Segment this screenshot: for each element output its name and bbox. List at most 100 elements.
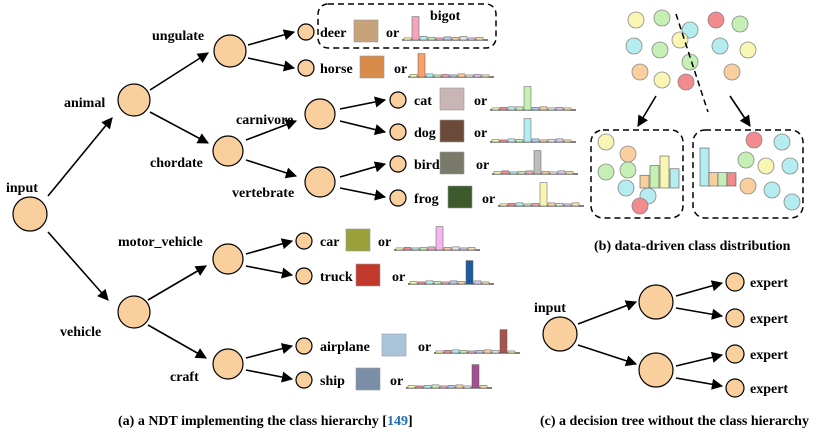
scatter-dot [711, 37, 729, 55]
left-dot [619, 161, 637, 179]
label-vehicle: vehicle [60, 325, 101, 340]
hist-bar-ship-0 [407, 385, 416, 389]
left-hist-bar [659, 155, 670, 189]
label-vertebrate: vertebrate [232, 186, 294, 201]
hist-bar-cat-4 [523, 86, 532, 111]
hist-bar-car-3 [419, 247, 428, 251]
hist-bar-frog-5 [539, 182, 548, 207]
hist-bar-car-4 [427, 246, 436, 251]
hist-bar-frog-4 [531, 203, 540, 207]
c-label-expert-4: expert [750, 382, 788, 397]
hist-bar-deer-3 [427, 37, 436, 41]
hist-bar-horse-8 [473, 74, 482, 78]
c-label-input: input [534, 301, 566, 316]
label-chordate: chordate [150, 156, 203, 171]
or-label-cat: or [474, 94, 487, 109]
scatter-dot [627, 11, 645, 29]
leaf-label-deer: deer [320, 26, 346, 41]
caption-a: (a) a NDT implementing the class hierarc… [118, 414, 413, 429]
hist-bar-car-6 [443, 247, 452, 251]
hist-bar-horse-6 [457, 73, 466, 78]
leaf-label-bird: bird [414, 158, 440, 173]
edge-vertebrate-frog [339, 187, 387, 201]
hist-bar-horse-2 [425, 73, 434, 78]
hist-bar-dog-6 [539, 139, 548, 143]
or-label-frog: or [482, 192, 495, 207]
scatter-dot [653, 71, 671, 89]
hist-bar-bird-4 [525, 170, 534, 175]
hist-bar-airplane-3 [459, 350, 468, 354]
leaf-frog: frog or [389, 182, 584, 209]
c-node-top [638, 284, 674, 320]
thumbnail-cat [439, 87, 465, 111]
thumbnail-ship [355, 367, 381, 391]
hist-bar-frog-8 [563, 203, 572, 207]
edge-craft-airplane [245, 343, 294, 359]
c-edge-top-2 [675, 307, 724, 320]
leaf-node-truck [295, 267, 313, 285]
right-dot [739, 177, 757, 195]
hist-bar-ship-5 [447, 385, 456, 389]
right-hist-bar [708, 172, 719, 187]
panel-b-left-box [590, 129, 684, 219]
hist-bar-airplane-4 [467, 350, 476, 354]
hist-bar-deer-7 [459, 36, 468, 41]
hist-bar-horse-7 [465, 74, 474, 78]
node-animal [117, 83, 151, 117]
edge-input-animal [47, 117, 113, 197]
hist-bar-frog-6 [547, 202, 556, 207]
c-label-expert-1: expert [750, 276, 788, 291]
node-vehicle [117, 295, 151, 329]
c-leaf-2 [725, 308, 745, 328]
panel-b-arrow-right [729, 95, 751, 127]
hist-bar-bird-0 [493, 171, 502, 175]
caption-b: (b) data-driven class distribution [594, 239, 791, 254]
hist-bar-horse-9 [481, 74, 490, 78]
leaf-node-horse [297, 59, 315, 77]
leaf-node-bird [389, 155, 407, 173]
hist-bar-airplane-1 [443, 350, 452, 354]
hist-bar-airplane-8 [499, 329, 508, 354]
hist-bar-truck-2 [425, 280, 434, 285]
edge-carnivore-cat [339, 96, 387, 110]
caption-a-ref[interactable]: 149 [387, 414, 408, 429]
hist-bar-truck-1 [417, 281, 426, 285]
hist-bar-dog-1 [499, 139, 508, 143]
left-dot [617, 179, 635, 197]
hist-bar-cat-1 [499, 107, 508, 111]
hist-bar-frog-3 [523, 203, 532, 207]
right-dot [763, 181, 781, 199]
leaf-node-cat [389, 91, 407, 109]
label-ungulate: ungulate [152, 29, 204, 44]
c-edge-bottom-2 [675, 377, 724, 390]
hist-bar-bird-8 [557, 170, 566, 175]
thumbnail-dog [439, 119, 465, 143]
hist-bar-dog-9 [563, 139, 572, 143]
leaf-node-frog [389, 189, 407, 207]
hist-bar-deer-1 [411, 16, 420, 41]
hist-bar-cat-7 [547, 107, 556, 111]
hist-bar-airplane-6 [483, 349, 492, 354]
edge-input-vehicle [47, 231, 109, 301]
leaf-label-frog: frog [414, 192, 439, 207]
label-carnivore: carnivore [236, 113, 293, 128]
hist-bar-bird-7 [549, 171, 558, 175]
edge-carnivore-dog [339, 120, 387, 136]
scatter-dot [625, 37, 643, 55]
leaf-node-dog [389, 123, 407, 141]
edge-vehicle-motor [147, 265, 207, 301]
hist-bar-bird-5 [533, 150, 542, 175]
right-dot [737, 151, 755, 169]
node-input [12, 196, 48, 232]
panel-a: input animal vehicle ungulate chordate m… [6, 3, 584, 429]
hist-bar-cat-8 [555, 107, 564, 111]
leaf-label-car: car [320, 235, 339, 250]
scatter-dot [631, 63, 649, 81]
leaf-node-car [295, 232, 313, 250]
